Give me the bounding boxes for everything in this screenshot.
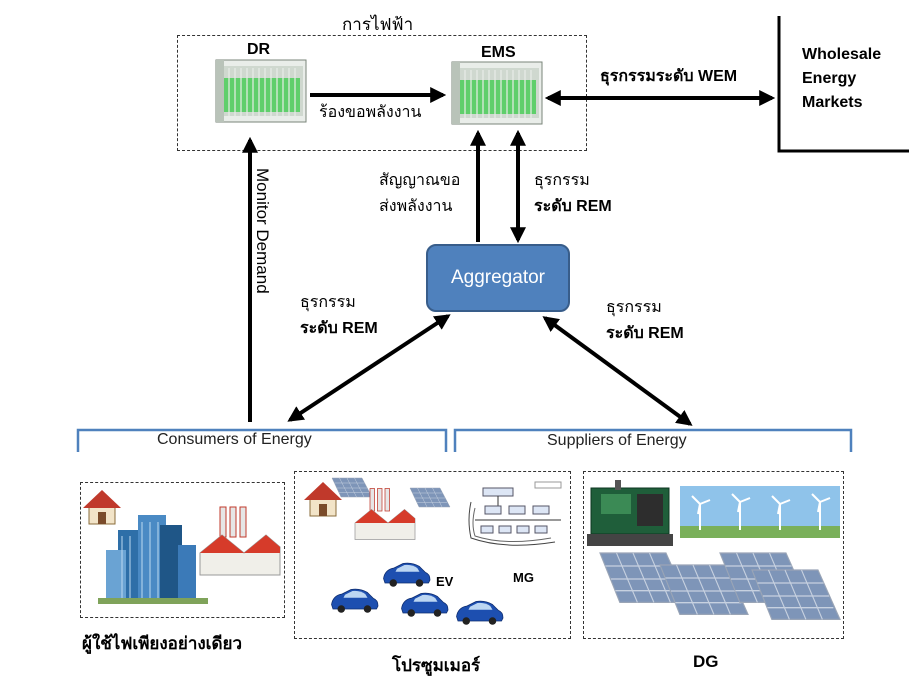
electric-car-icon: [331, 588, 379, 614]
prosumer-house-icon: [304, 482, 342, 517]
solar-panel-icon: [331, 477, 373, 498]
wholesale-bracket: [777, 16, 909, 153]
prosumer-factory-icon: [354, 488, 416, 540]
wholesale-line-1: Wholesale: [802, 46, 882, 63]
solar-panel-icon: [409, 487, 451, 508]
ems-wem-label: ธุรกรรมระดับ WEM: [600, 68, 738, 85]
factory-icon: [199, 506, 281, 576]
dr-label: DR: [247, 41, 271, 58]
mg-label: MG: [513, 570, 534, 585]
electric-car-icon: [456, 600, 504, 626]
aggregator-to-ems-line-1: สัญญาณขอ: [379, 172, 461, 189]
prosumer-caption: โปรซูมเมอร์: [392, 656, 481, 675]
suppliers-brace: [453, 428, 853, 452]
aggregator-node: Aggregator: [426, 244, 570, 312]
suppliers-aggregator-arrow: [542, 316, 693, 426]
consumer-caption: ผู้ใช้ไฟเพียงอย่างเดียว: [82, 634, 243, 653]
city-buildings-icon: [98, 515, 208, 604]
wholesale-line-3: Markets: [802, 94, 863, 111]
consumers-brace: [76, 428, 448, 452]
wholesale-market-label: Wholesale Energy Markets: [802, 43, 902, 115]
suppliers-group-label: Suppliers of Energy: [547, 432, 687, 449]
aggregator-to-ems-label: สัญญาณขอ ส่งพลังงาน: [379, 168, 460, 220]
ems-to-aggregator-line-1: ธุรกรรม: [534, 172, 590, 189]
house-icon: [83, 490, 121, 525]
electric-car-icon: [383, 562, 431, 588]
consumers-link-line-1: ธุรกรรม: [300, 294, 356, 311]
microgrid-diagram-icon: [465, 480, 565, 560]
ems-label: EMS: [481, 44, 516, 61]
utility-label: การไฟฟ้า: [342, 15, 414, 34]
electric-car-icon: [401, 592, 449, 618]
consumer-box: [80, 482, 285, 618]
dr-to-ems-label: ร้องขอพลังงาน: [319, 104, 422, 121]
suppliers-link-line-1: ธุรกรรม: [606, 299, 662, 316]
solar-panel-icon: [751, 569, 841, 621]
consumers-group-label: Consumers of Energy: [157, 431, 312, 448]
generator-icon: [587, 480, 673, 546]
wind-turbine-icon: [680, 486, 840, 538]
wholesale-line-2: Energy: [802, 70, 857, 87]
dg-caption: DG: [693, 652, 719, 671]
ems-to-aggregator-label: ธุรกรรม ระดับ REM: [534, 168, 612, 220]
consumers-aggregator-arrow: [287, 314, 451, 422]
prosumer-box: [294, 471, 571, 639]
ems-to-aggregator-line-2: ระดับ REM: [534, 198, 612, 215]
aggregator-to-ems-line-2: ส่งพลังงาน: [379, 198, 453, 215]
dg-box: [583, 471, 844, 639]
dr-server-rack-icon: [215, 59, 307, 123]
ev-label: EV: [436, 574, 454, 589]
ems-server-rack-icon: [451, 61, 543, 125]
